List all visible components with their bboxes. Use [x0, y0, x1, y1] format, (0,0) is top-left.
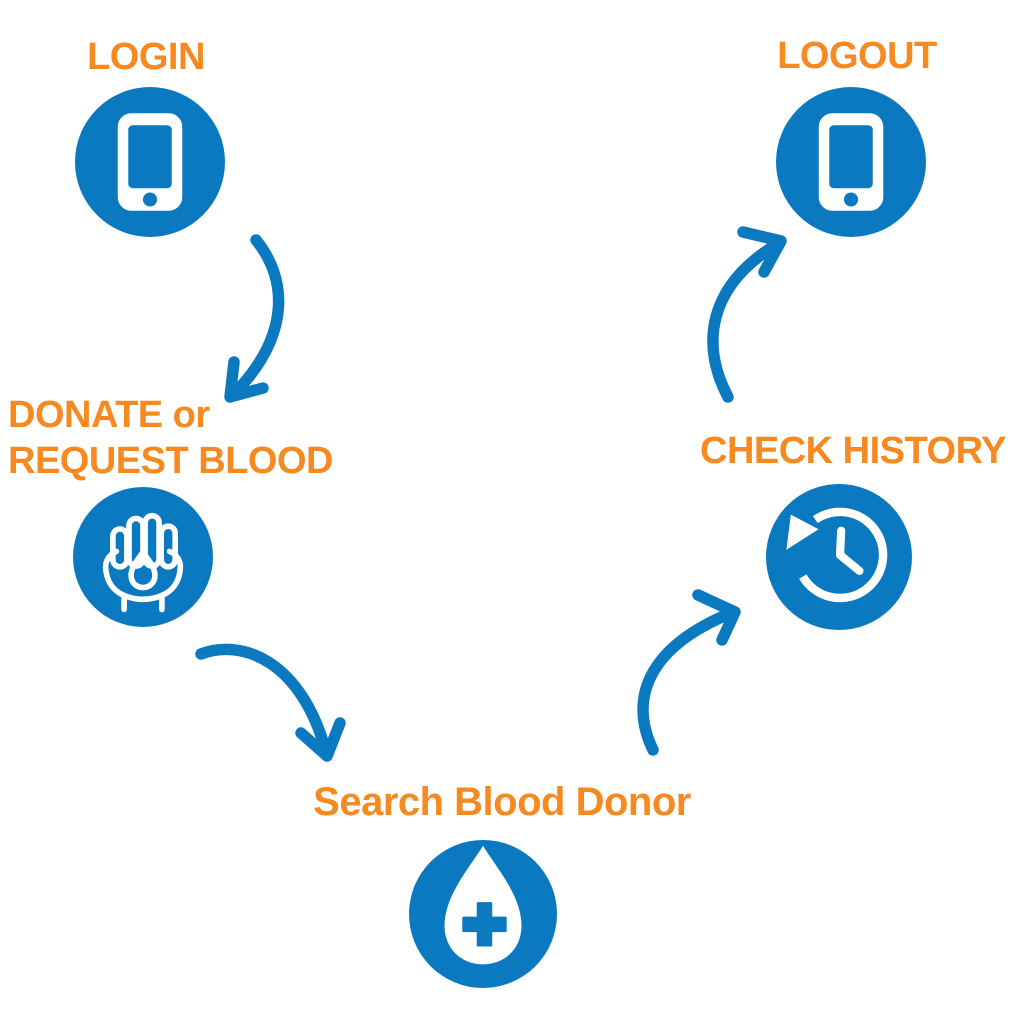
history-clock-icon [766, 484, 912, 630]
donate-request-label-line2: REQUEST BLOOD [8, 440, 333, 483]
donate-request-node [73, 487, 213, 627]
check-history-node [766, 484, 912, 630]
smartphone-icon [75, 87, 225, 237]
check-history-label: CHECK HISTORY [700, 430, 1006, 472]
login-label: LOGIN [87, 36, 205, 78]
donate-request-label: DONATE or REQUEST BLOOD [8, 392, 333, 485]
logout-label: LOGOUT [777, 35, 937, 77]
logout-node [776, 87, 926, 237]
arrow-history-to-logout [707, 226, 787, 403]
arrow-search-to-history [637, 589, 741, 756]
arrow-login-to-donate [224, 234, 285, 403]
login-node [75, 87, 225, 237]
blood-drop-cross-icon [409, 840, 557, 988]
hand-blood-drop-icon [73, 487, 213, 627]
arrow-donate-to-search [195, 643, 346, 762]
smartphone-icon [776, 87, 926, 237]
search-donor-node [409, 840, 557, 988]
donate-request-label-line1: DONATE or [8, 394, 210, 436]
search-donor-label: Search Blood Donor [313, 780, 691, 824]
